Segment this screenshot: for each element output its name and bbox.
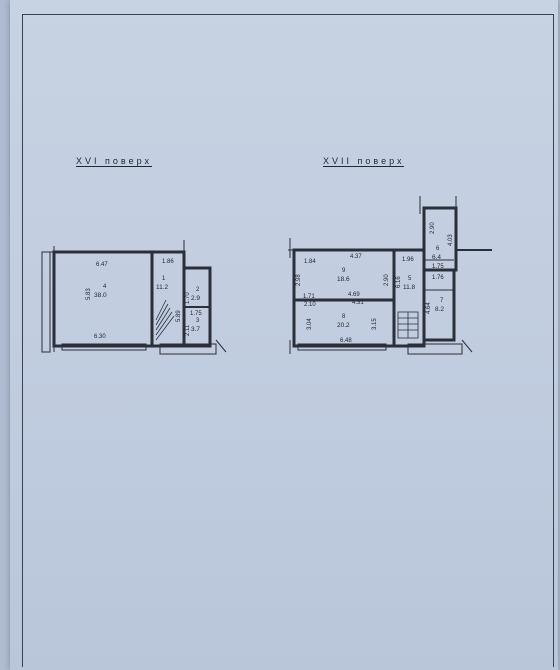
balcony (41, 251, 51, 353)
dimension: 6.30 (94, 334, 106, 340)
room-1-number: 1 (162, 276, 166, 282)
floor-xvii-plan (288, 196, 492, 355)
dimension: 1.70 (185, 292, 191, 304)
room-5-area: 11.8 (403, 284, 416, 291)
dimension: 2.11 (185, 324, 191, 336)
dimension: 4.69 (348, 292, 360, 298)
room-2-area: 2.9 (191, 295, 200, 302)
room-7-number: 7 (440, 298, 444, 304)
room-9-area: 18.6 (337, 276, 350, 283)
dimension: 4.03 (448, 234, 454, 246)
floor-xvii-labels: 9 18.6 8 20.2 5 11.8 6 6.4 7 8.2 1.84 4.… (296, 222, 454, 344)
dimension: 1.96 (402, 257, 414, 263)
dimension: 6.47 (96, 262, 108, 268)
floor-xvi-labels: 4 38.0 1 11.2 2 2.9 3 3.7 6.47 5.83 6.30… (86, 259, 202, 340)
dimension: 2.90 (384, 274, 390, 286)
dimension: 1.86 (162, 259, 174, 265)
room-4-number: 4 (103, 284, 107, 290)
drawing-frame (22, 14, 554, 667)
dimension: 6.48 (340, 338, 352, 344)
dimension: 4.31 (352, 300, 364, 306)
dimension: 2.90 (430, 222, 436, 234)
plan-sheet (10, 0, 558, 670)
floor-xvii-title: XVII поверх (323, 156, 405, 167)
room-9-number: 9 (342, 268, 346, 274)
dimension: 1.76 (432, 275, 444, 281)
room-7-walls (422, 268, 456, 342)
room-7-area: 8.2 (435, 306, 444, 313)
dimension: 4.37 (350, 254, 362, 260)
staircase (155, 299, 175, 341)
dimension: 1.75 (190, 311, 202, 317)
dimension: 1.75 (432, 264, 444, 270)
dimension: 5.89 (176, 310, 182, 322)
room-3-number: 3 (196, 318, 200, 324)
dimension: 6.16 (396, 276, 402, 288)
room-6-area: 6.4 (432, 254, 441, 261)
room-2-number: 2 (196, 287, 200, 293)
room-5-number: 5 (408, 276, 412, 282)
room-1-walls (150, 250, 186, 348)
dimension: 4.64 (426, 302, 432, 314)
dimension: 3.15 (372, 318, 378, 330)
room-5-walls (392, 248, 426, 348)
room-6-number: 6 (436, 246, 440, 252)
floor-xvi-title: XVI поверх (76, 156, 152, 167)
dimension: 2.98 (296, 274, 302, 286)
room-1-area: 11.2 (156, 284, 169, 291)
room-8-area: 20.2 (337, 322, 350, 329)
room-8-number: 8 (342, 314, 346, 320)
dimension: 5.83 (86, 288, 92, 300)
room-9-walls (292, 248, 396, 302)
dimension: 2.10 (304, 302, 316, 308)
dimension: 1.84 (304, 259, 316, 265)
dimension: 3.04 (307, 318, 313, 330)
room-4-area: 38.0 (94, 292, 107, 299)
staircase (397, 311, 419, 339)
room-3-area: 3.7 (191, 326, 200, 333)
dimension: 1.71 (303, 294, 315, 300)
floor-xvi-plan (41, 240, 227, 355)
